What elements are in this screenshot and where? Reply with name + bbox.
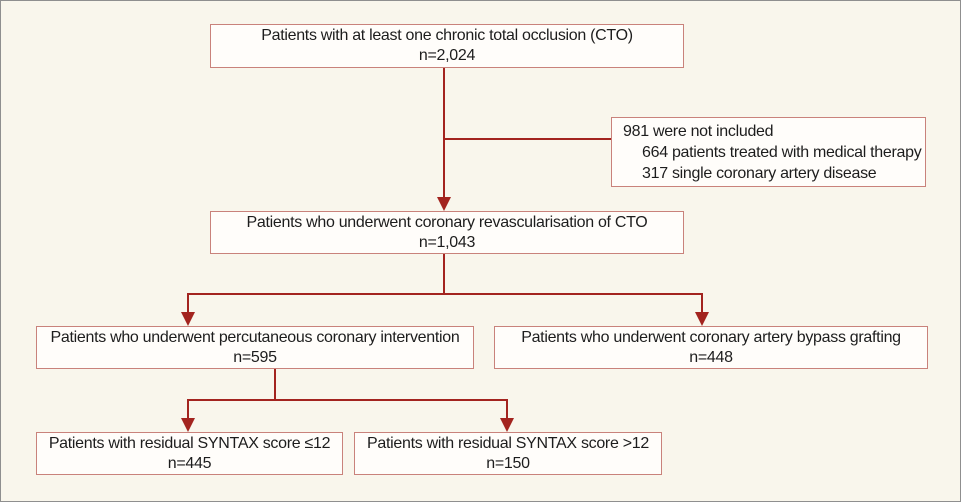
flow-box-label: Patients who underwent coronary revascul…	[246, 213, 648, 231]
flow-box-cto-total: Patients with at least one chronic total…	[210, 24, 684, 68]
arrow-down-icon	[181, 418, 195, 432]
connector-split-pci-cabg	[187, 293, 703, 295]
connector-split-syntax	[187, 399, 508, 401]
flow-box-syntax-gt12: Patients with residual SYNTAX score >12 …	[354, 432, 662, 475]
connector-cto-to-revasc	[443, 68, 445, 198]
excluded-line-single-vessel: 317 single coronary artery disease	[642, 164, 877, 182]
connector-branch-to-excluded	[444, 138, 611, 140]
flow-box-count: n=1,043	[418, 233, 476, 251]
arrow-down-icon	[181, 312, 195, 326]
flow-box-count: n=448	[689, 348, 733, 366]
flow-box-label: Patients who underwent coronary artery b…	[521, 328, 901, 346]
flow-box-count: n=595	[233, 348, 277, 366]
flow-box-syntax-le12: Patients with residual SYNTAX score ≤12 …	[36, 432, 343, 475]
arrow-down-icon	[695, 312, 709, 326]
flow-box-revascularisation: Patients who underwent coronary revascul…	[210, 211, 684, 254]
connector-revasc-stem	[443, 254, 445, 294]
flow-box-label: Patients with residual SYNTAX score ≤12	[48, 434, 331, 452]
flow-box-count: n=2,024	[418, 47, 476, 64]
flow-box-label: Patients who underwent percutaneous coro…	[50, 328, 460, 346]
flow-box-excluded: 981 were not included 664 patients treat…	[611, 117, 926, 187]
flow-box-count: n=150	[486, 454, 530, 472]
flow-box-label: Patients with residual SYNTAX score >12	[367, 434, 649, 452]
arrow-down-icon	[437, 197, 451, 211]
flow-box-label: Patients with at least one chronic total…	[261, 27, 633, 44]
connector-drop-pci	[187, 293, 189, 313]
connector-drop-syntax-le12	[187, 399, 189, 419]
connector-pci-stem	[274, 369, 276, 400]
excluded-line-total: 981 were not included	[623, 122, 774, 140]
excluded-line-medical-therapy: 664 patients treated with medical therap…	[642, 143, 922, 161]
flow-box-cabg: Patients who underwent coronary artery b…	[494, 326, 928, 369]
connector-drop-cabg	[701, 293, 703, 313]
flow-box-count: n=445	[167, 454, 212, 472]
connector-drop-syntax-gt12	[506, 399, 508, 419]
flow-box-pci: Patients who underwent percutaneous coro…	[36, 326, 474, 369]
arrow-down-icon	[500, 418, 514, 432]
